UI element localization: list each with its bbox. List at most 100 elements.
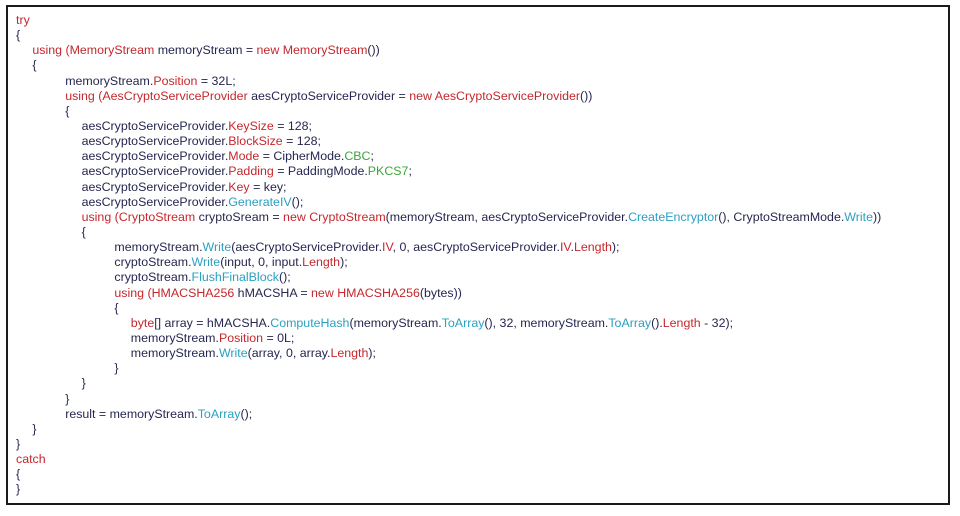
code-line: using (HMACSHA256 hMACSHA = new HMACSHA2… [16, 286, 881, 301]
code-token: AesCryptoServiceProvider [102, 88, 248, 103]
code-token: MemoryStream [282, 43, 368, 58]
code-token: , 0, aesCryptoServiceProvider. [392, 240, 560, 255]
code-line: memoryStream.Write(aesCryptoServiceProvi… [16, 240, 881, 255]
code-token: ComputeHash [270, 315, 350, 330]
code-token: . [570, 240, 574, 255]
code-token: GenerateIV [228, 194, 292, 209]
code-token: Write [202, 240, 232, 255]
code-token: FlushFinalBlock [191, 270, 279, 285]
code-line: aesCryptoServiceProvider.Mode = CipherMo… [16, 149, 881, 164]
code-line: memoryStream.Position = 0L; [16, 331, 881, 346]
code-token: MemoryStream [69, 43, 155, 58]
code-line: } [16, 361, 881, 376]
code-token: hMACSHA = [234, 285, 312, 300]
code-token: ; [408, 164, 412, 179]
code-token: IV [559, 240, 571, 255]
code-token: - 32); [700, 315, 734, 330]
code-token: CBC [344, 149, 371, 164]
code-token: ); [611, 240, 620, 255]
code-token: cryptoSream = [195, 209, 284, 224]
code-line: aesCryptoServiceProvider.Key = key; [16, 180, 881, 195]
code-token: ()) [367, 43, 380, 58]
code-token: aesCryptoServiceProvider. [81, 194, 229, 209]
code-token: = key; [249, 179, 287, 194]
code-token: using ( [81, 209, 119, 224]
code-token: Length [330, 346, 369, 361]
code-line: cryptoStream.Write(input, 0, input.Lengt… [16, 255, 881, 270]
code-token: = CipherMode. [259, 149, 345, 164]
code-line: { [16, 225, 881, 240]
code-token: } [16, 482, 21, 497]
code-token: ); [368, 346, 376, 361]
code-token: { [65, 103, 70, 118]
code-token: aesCryptoServiceProvider. [81, 179, 229, 194]
code-line: } [16, 482, 881, 497]
code-token: { [16, 467, 21, 482]
code-token: Length [662, 315, 701, 330]
code-token: (), CryptoStreamMode. [718, 209, 845, 224]
code-token: ()) [580, 88, 593, 103]
code-line: catch [16, 452, 881, 467]
code-line: aesCryptoServiceProvider.GenerateIV(); [16, 195, 881, 210]
code-block: try{using (MemoryStream memoryStream = n… [16, 13, 881, 498]
code-token: Length [574, 240, 612, 255]
code-token: Position [153, 73, 198, 88]
code-line: } [16, 376, 881, 391]
code-token: ; [370, 149, 374, 164]
code-line: } [16, 422, 881, 437]
code-token: } [81, 376, 86, 391]
code-token: memoryStream = [154, 43, 257, 58]
code-token: = 128; [282, 134, 321, 149]
code-line: { [16, 104, 881, 119]
code-token: ); [340, 255, 348, 270]
code-token: IV [382, 240, 393, 255]
code-token: = 32L; [197, 73, 236, 88]
code-token: HMACSHA256 [337, 285, 420, 300]
code-token: aesCryptoServiceProvider. [81, 134, 229, 149]
code-line: using (AesCryptoServiceProvider aesCrypt… [16, 89, 881, 104]
code-token: (); [291, 194, 304, 209]
code-token: try [16, 13, 30, 27]
code-token: Length [302, 255, 341, 270]
code-token: using ( [65, 88, 103, 103]
code-token: PKCS7 [367, 164, 409, 179]
code-line: using (CryptoStream cryptoSream = new Cr… [16, 209, 882, 225]
code-line: { [16, 301, 881, 316]
code-token: Mode [228, 149, 260, 164]
code-line: { [16, 28, 881, 43]
code-token: aesCryptoServiceProvider. [81, 118, 229, 133]
code-token: catch [16, 452, 46, 467]
code-token: byte [130, 315, 155, 330]
code-token: [] array = hMACSHA. [154, 315, 271, 330]
code-line: aesCryptoServiceProvider.KeySize = 128; [16, 119, 881, 134]
code-token: ToArray [441, 315, 485, 330]
code-token: aesCryptoServiceProvider = [247, 88, 410, 103]
code-token: (). [651, 315, 663, 330]
code-token: Write [191, 255, 221, 270]
code-line: byte[] array = hMACSHA.ComputeHash(memor… [16, 316, 881, 331]
code-token: )) [872, 209, 882, 224]
code-line: cryptoStream.FlushFinalBlock(); [16, 270, 881, 285]
code-token: { [114, 300, 119, 315]
code-line: { [16, 467, 881, 482]
code-line: aesCryptoServiceProvider.Padding = Paddi… [16, 164, 881, 179]
code-token: (memoryStream. [349, 315, 442, 330]
code-token: using ( [32, 43, 70, 58]
code-token: memoryStream. [65, 73, 154, 88]
code-token: (memoryStream, aesCryptoServiceProvider. [385, 209, 629, 224]
code-token: new [283, 209, 306, 224]
code-token: = 128; [273, 118, 312, 133]
code-token: { [16, 28, 21, 43]
code-token: memoryStream. [114, 240, 203, 255]
code-token: cryptoStream. [114, 255, 192, 270]
code-token: = PaddingMode. [273, 164, 368, 179]
code-line: using (MemoryStream memoryStream = new M… [16, 43, 881, 58]
code-token: new [311, 285, 334, 300]
code-token: AesCryptoServiceProvider [434, 88, 581, 103]
code-token: } [16, 436, 21, 451]
code-token: Padding [228, 164, 274, 179]
code-token: { [81, 224, 86, 239]
code-token: = 0L; [263, 330, 295, 345]
code-token: Write [218, 346, 248, 361]
code-token: CryptoStream [118, 209, 196, 224]
